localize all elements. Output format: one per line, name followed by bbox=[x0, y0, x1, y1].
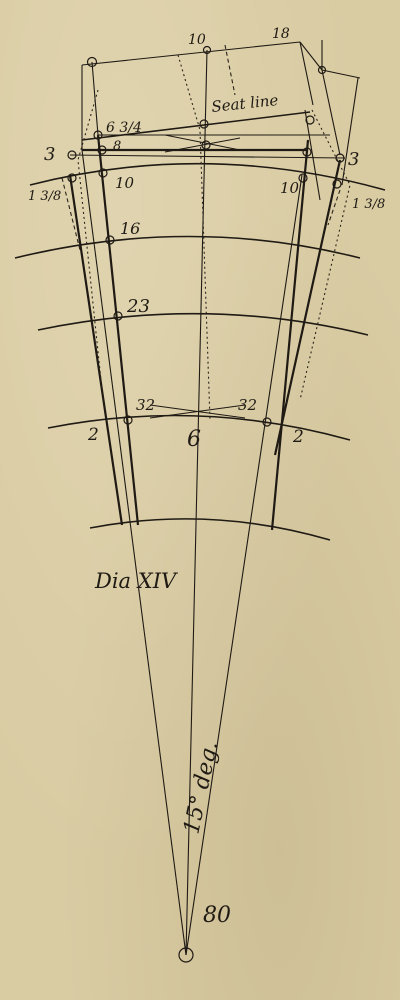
label-thirty-two-right: 32 bbox=[238, 396, 257, 414]
point-waist-right bbox=[302, 147, 312, 157]
point-seat-center bbox=[199, 119, 209, 129]
label-top-mid: 10 bbox=[188, 32, 206, 48]
label-three-left: 3 bbox=[44, 144, 55, 165]
point-sixteen bbox=[105, 235, 115, 245]
point-seat-right bbox=[305, 115, 315, 125]
label-seat-line: Seat line bbox=[211, 91, 280, 116]
dashed-left-small bbox=[61, 177, 81, 251]
dotted-center bbox=[177, 54, 211, 421]
point-twenty-three bbox=[113, 311, 123, 321]
point-thirty-two-left bbox=[123, 415, 133, 425]
point-three-right bbox=[335, 153, 345, 163]
right-outseam bbox=[273, 159, 342, 456]
point-top-right bbox=[317, 65, 327, 75]
label-ten-left: 10 bbox=[115, 174, 135, 192]
label-sixteen: 16 bbox=[120, 219, 140, 238]
label-1-3-8-right: 1 3/8 bbox=[352, 197, 385, 212]
right-slant bbox=[304, 109, 321, 201]
point-top-left bbox=[86, 56, 98, 68]
left-outseam bbox=[68, 174, 124, 526]
label-top-right: 18 bbox=[272, 26, 290, 42]
point-thirty-two-right bbox=[262, 417, 272, 427]
arc-3 bbox=[37, 312, 369, 336]
point-top-center bbox=[202, 45, 212, 55]
outer-left-ray bbox=[81, 149, 187, 956]
label-twenty-three: 23 bbox=[126, 296, 150, 317]
right-edge-upper bbox=[321, 69, 341, 156]
arc-5 bbox=[89, 518, 331, 541]
arc-2 bbox=[14, 235, 361, 259]
point-six-three-quarter bbox=[93, 130, 103, 140]
arc-4 bbox=[47, 414, 351, 441]
center-ray bbox=[185, 49, 208, 956]
left-inner-line bbox=[96, 134, 140, 526]
point-one-three-eighths-left bbox=[67, 173, 77, 183]
label-eight: 8 bbox=[113, 139, 121, 154]
top-right-edge bbox=[299, 41, 314, 106]
label-two-left: 2 bbox=[87, 425, 99, 445]
dashed-top-right bbox=[224, 44, 236, 96]
arc-1 bbox=[29, 162, 386, 191]
dashed-right-small bbox=[327, 189, 341, 226]
point-ten-right bbox=[298, 173, 308, 183]
label-waist-left: 6 3/4 bbox=[106, 120, 142, 136]
label-angle: 15° deg. bbox=[179, 739, 223, 836]
point-ten-left bbox=[98, 168, 108, 178]
point-eight bbox=[97, 145, 107, 155]
label-dia: Dia XIV bbox=[94, 569, 178, 593]
label-1-3-8-left: 1 3/8 bbox=[28, 189, 61, 204]
dotted-left bbox=[77, 89, 103, 391]
label-apex: 80 bbox=[203, 903, 231, 928]
point-three-left bbox=[67, 150, 77, 160]
right-ray bbox=[185, 174, 303, 956]
far-right-edge bbox=[341, 77, 359, 186]
point-one-three-eighths-right bbox=[332, 179, 342, 189]
point-waist-center bbox=[201, 140, 211, 150]
left-inner-top bbox=[91, 61, 99, 136]
right-inner-line bbox=[270, 139, 310, 531]
top-line bbox=[81, 41, 301, 66]
label-three-right: 3 bbox=[348, 149, 359, 170]
dotted-right bbox=[299, 109, 351, 401]
top-right-join bbox=[299, 41, 323, 71]
label-six: 6 bbox=[187, 427, 201, 452]
label-thirty-two-left: 32 bbox=[136, 396, 155, 414]
line-three bbox=[69, 154, 346, 159]
label-ten-right: 10 bbox=[280, 179, 300, 197]
right-top-short bbox=[321, 69, 361, 79]
label-two-right: 2 bbox=[292, 427, 304, 447]
knee-cross-b bbox=[149, 404, 246, 419]
